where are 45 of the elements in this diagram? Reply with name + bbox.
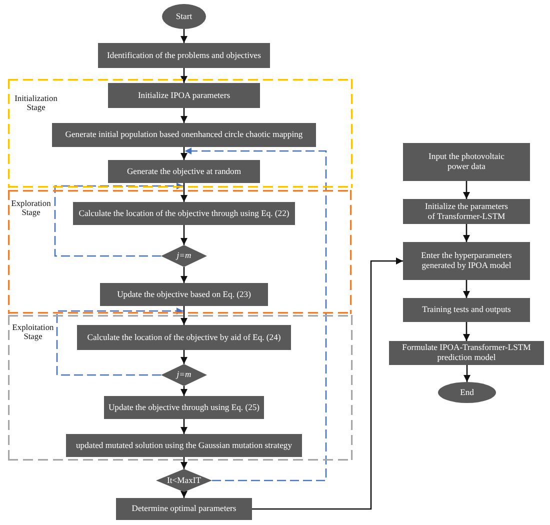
arrow xyxy=(180,491,188,498)
terminal-oval: Start xyxy=(162,4,206,29)
process-box: Formulate IPOA-Transformer-LSTM prediction model xyxy=(389,341,544,365)
process-box: Calculate the location of the objective through using Eq. (22) xyxy=(73,202,295,225)
arrow xyxy=(180,68,188,83)
arrow xyxy=(463,280,470,298)
process-box: Update the objective through using Eq. (25) xyxy=(104,396,264,419)
process-box: Enter the hyperparameters generated by IPOA model xyxy=(403,242,530,280)
arrow xyxy=(180,306,188,325)
arrow xyxy=(252,258,403,510)
arrow xyxy=(180,108,188,123)
process-box: Training tests and outputs xyxy=(403,298,530,322)
stage-label: Exploitation Stage xyxy=(11,323,55,342)
process-box: Update the objective based on Eq. (23) xyxy=(100,283,268,306)
arrow xyxy=(464,365,470,382)
process-box: Calculate the location of the objective by aid of Eq. (24) xyxy=(77,325,291,350)
process-box: Generate the objective at random xyxy=(108,160,260,183)
arrow xyxy=(180,225,188,245)
stage-frame xyxy=(8,79,353,188)
arrow xyxy=(463,181,470,199)
arrow xyxy=(180,386,188,396)
arrow xyxy=(180,183,188,202)
stage-label: Initialization Stage xyxy=(14,94,58,113)
stage-label: Exploration Stage xyxy=(10,199,52,218)
process-box: Input the photovoltaic power data xyxy=(403,143,530,181)
stage-frame xyxy=(8,315,353,461)
arrow xyxy=(180,350,188,364)
arrow xyxy=(463,224,470,242)
dashed-arrow xyxy=(184,148,327,482)
process-box: Identification of the problems and objectives xyxy=(98,43,270,68)
arrow xyxy=(463,322,470,341)
arrow xyxy=(180,147,188,160)
dashed-arrow xyxy=(56,308,184,376)
terminal-oval: End xyxy=(438,382,496,403)
process-box: Generate initial population based onenhanced circle chaotic mapping xyxy=(52,123,316,147)
process-box: Determine optimal parameters xyxy=(116,498,252,520)
process-box: updated mutated solution using the Gaussian mutation strategy xyxy=(66,434,302,457)
arrow xyxy=(180,29,188,43)
dashed-arrow xyxy=(54,182,184,257)
arrow xyxy=(180,419,188,434)
stage-frame xyxy=(8,190,352,314)
arrow xyxy=(180,457,188,469)
arrow xyxy=(180,267,188,283)
process-box: Initialize IPOA parameters xyxy=(108,83,260,108)
process-box: Initialize the parameters of Transformer-LSTM xyxy=(403,199,530,224)
